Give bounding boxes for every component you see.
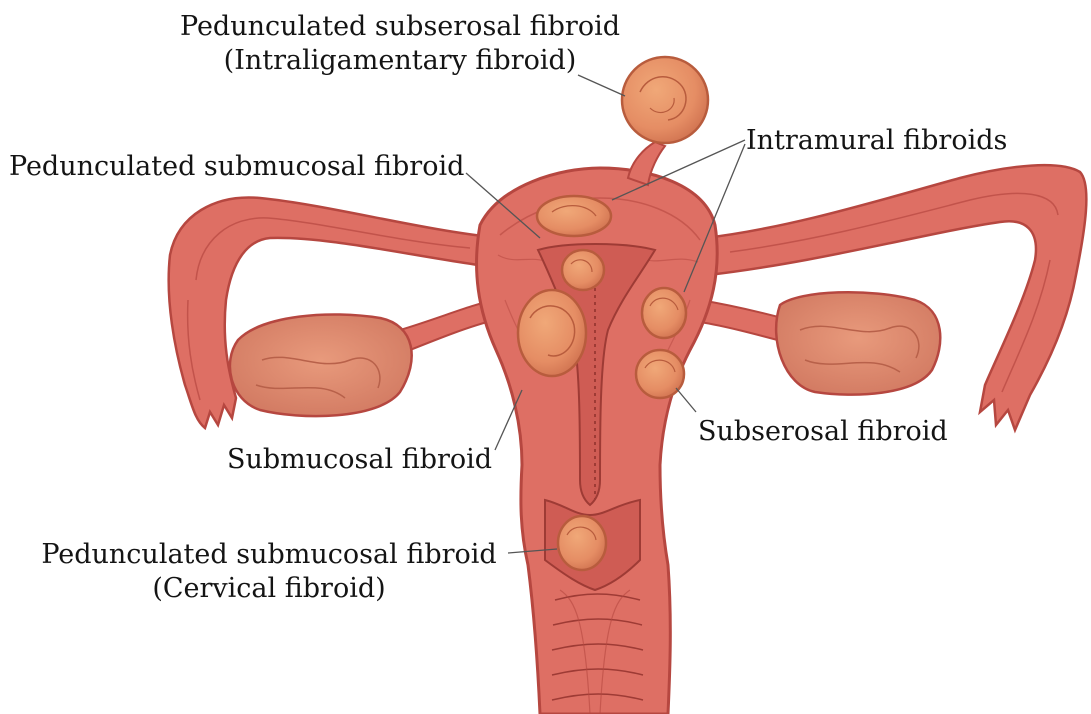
label-intramural-fibroids: Intramural fibroids: [746, 124, 1007, 158]
left-ovary: [230, 314, 412, 416]
fibroid-intramural-top: [537, 196, 611, 236]
label-cervical-fibroid: Pedunculated submucosal fibroid (Cervica…: [30, 538, 508, 606]
fibroid-submucosal: [518, 290, 586, 376]
label-pedunculated-submucosal-top: Pedunculated submucosal fibroid: [9, 150, 464, 184]
label-cervical-fibroid-line2: (Cervical fibroid): [30, 572, 508, 606]
leader-pedunculated-subserosal: [578, 75, 625, 96]
leader-subserosal: [676, 388, 696, 412]
label-submucosal-fibroid: Submucosal fibroid: [227, 443, 492, 477]
uterus-body: [477, 168, 718, 714]
fibroid-intramural-right: [642, 288, 686, 338]
label-pedunculated-subserosal-line1: Pedunculated subserosal fibroid: [170, 10, 630, 44]
right-ovary: [776, 292, 940, 394]
fibroid-cervical: [558, 516, 606, 570]
fibroid-subserosal: [636, 350, 684, 398]
label-pedunculated-subserosal: Pedunculated subserosal fibroid (Intrali…: [170, 10, 630, 78]
fibroid-pedunculated-submucosal-top: [562, 250, 604, 290]
fibroid-pedunculated-subserosal: [622, 57, 708, 143]
label-subserosal-fibroid: Subserosal fibroid: [698, 415, 948, 449]
label-cervical-fibroid-line1: Pedunculated submucosal fibroid: [30, 538, 508, 572]
label-pedunculated-subserosal-line2: (Intraligamentary fibroid): [170, 44, 630, 78]
